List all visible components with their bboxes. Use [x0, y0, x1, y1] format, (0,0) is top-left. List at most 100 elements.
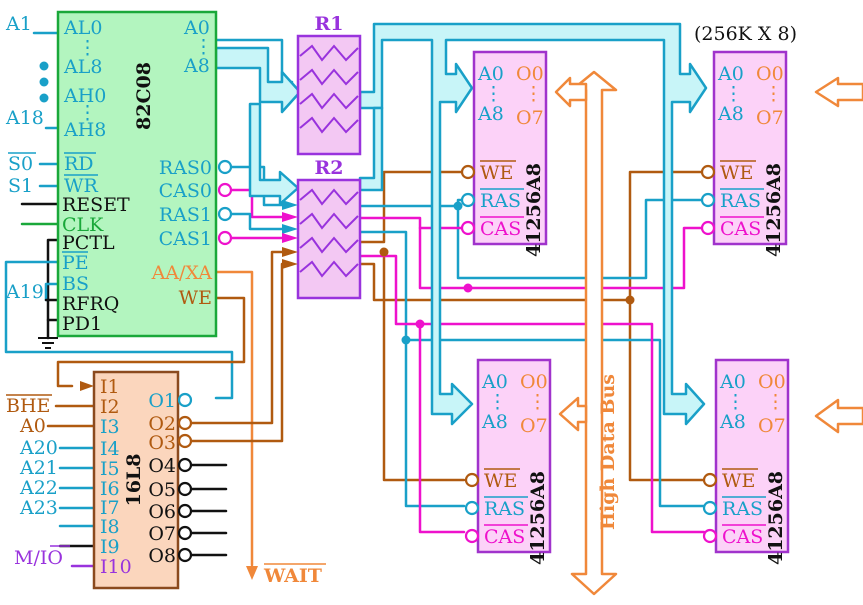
pin-wr: WR: [64, 175, 99, 197]
pal-input-labels: BHE A0 A20 A21 A22 A23 M/IO: [6, 394, 70, 569]
pin-pe: PE: [62, 252, 89, 274]
dram-chip-2-pin-cas: CAS: [720, 218, 761, 240]
latch-r2: R2: [282, 157, 362, 300]
pin-rd: RD: [64, 153, 94, 175]
memory-org-label: (256K X 8): [694, 23, 797, 45]
pin-i10: I10: [100, 556, 132, 578]
pin-cas0: CAS0: [159, 180, 212, 202]
bubble-o4: [177, 457, 193, 473]
dram-chip-2-o-dots: ⋮: [764, 83, 783, 105]
wait-label: WAIT: [263, 565, 322, 587]
dram-chip-4-a-dots: ⋮: [726, 391, 745, 413]
label-mio: M/IO: [14, 547, 63, 569]
dram-chip-4-bubble-ras: [702, 500, 718, 516]
pal-16l8: 16L8 I1 I2 I3 I4 I5 I6 I7 I8 I9 I10 O1 O…: [80, 370, 193, 590]
dram-chip-3-bubble-ras: [464, 500, 480, 516]
dot-3: [39, 93, 49, 103]
junction-cas-bottom: [415, 319, 425, 329]
label-a1: A1: [5, 13, 32, 35]
bus-ctrl-to-r1: [214, 46, 302, 114]
pin-i5: I5: [100, 458, 120, 480]
dram-chip-3-pin-a0: A0: [481, 371, 508, 393]
dram-chip-3-a-dots: ⋮: [488, 391, 507, 413]
dram-chip-1-pin-o0: O0: [516, 63, 544, 85]
bubble-o6: [177, 503, 193, 519]
dram-chip-3-pin-we: WE: [484, 470, 517, 492]
r2-zigzag: [299, 188, 359, 278]
dram-chip-2-pin-we: WE: [720, 162, 753, 184]
pal-body: [92, 370, 180, 590]
pin-ras1: RAS1: [159, 204, 212, 226]
dram-chip-2-pin-a8: A8: [717, 103, 744, 125]
dram-chip-4-pin-we: WE: [722, 470, 755, 492]
address-buses: [214, 22, 708, 426]
dram-chip-2-bubble-ras: [700, 192, 716, 208]
wire-we-bottom-right: [628, 298, 706, 482]
dram-chip-4-pin-cas: CAS: [722, 526, 763, 548]
data-bus-stub-top-right: [814, 76, 863, 108]
dram-chip-2-body: [712, 50, 788, 246]
dram-chip-3-pin-ras: RAS: [484, 498, 525, 520]
wire-cas0: [230, 188, 290, 219]
wire-o2: [190, 250, 290, 425]
dram-chip-4-bubble-cas: [702, 528, 718, 544]
pin-i6: I6: [100, 478, 120, 500]
wire-we-bus: [358, 262, 632, 302]
r1-label: R1: [314, 13, 343, 35]
label-pal-a0: A0: [19, 415, 46, 437]
pin-ras0: RAS0: [159, 157, 212, 179]
dram-chip-1-bubble-we: [460, 164, 476, 180]
bubble-o1: [177, 392, 193, 408]
pin-i7: I7: [100, 497, 120, 519]
high-data-bus-label: High Data Bus: [597, 374, 619, 530]
bubble-o2: [177, 415, 193, 431]
pin-i2: I2: [100, 396, 120, 418]
wire-ras-top-left: [358, 198, 466, 208]
junction-dots: [39, 61, 635, 345]
pin-we: WE: [179, 287, 212, 309]
dram-chip-4-pin-a8: A8: [719, 411, 746, 433]
label-s1: S1: [8, 175, 33, 197]
left-signal-labels: A1 A18 S0 S1 A19: [5, 13, 44, 303]
controller-name: 82C08: [133, 62, 155, 130]
dram-chip-4-pin-o0: O0: [758, 371, 786, 393]
pin-i9: I9: [100, 536, 120, 558]
bubble-ras0: [217, 159, 233, 175]
pin-ah8: AH8: [63, 119, 106, 141]
dram-chip-2-pin-ras: RAS: [720, 190, 761, 212]
pin-clk: CLK: [62, 214, 104, 236]
bubble-ras1: [217, 206, 233, 222]
wire-we-ctrl: [56, 296, 246, 388]
dram-chip-2-bubble-cas: [700, 220, 716, 236]
label-a21: A21: [19, 457, 58, 479]
pin-o5: O5: [148, 479, 176, 501]
bus-r1-to-chips: [358, 22, 708, 426]
label-a19: A19: [5, 281, 44, 303]
r2-label: R2: [314, 157, 343, 179]
dram-chip-3-body: [476, 358, 552, 554]
pin-i1: I1: [100, 376, 120, 398]
dot-1: [39, 61, 49, 71]
dram-chip-3-o-dots: ⋮: [528, 391, 547, 413]
dram-chip-4-part-number: 41256A8: [765, 471, 787, 565]
pin-al8: AL8: [63, 56, 102, 78]
wire-pe: [4, 260, 234, 400]
wire-we-bottom-left: [382, 250, 466, 482]
bus-r1-to-r2: [358, 106, 384, 192]
r2-body: [296, 178, 362, 300]
wait-output: WAIT: [246, 563, 326, 587]
dram-chip-3-bubble-we: [464, 472, 480, 488]
pin-ah0: AH0: [63, 85, 106, 107]
wire-ras1: [230, 212, 290, 231]
ground-symbol: [38, 337, 58, 349]
data-bus-stub-bottom-left: [558, 396, 588, 432]
pin-cas1: CAS1: [159, 228, 212, 250]
dram-chip-4-o-dots: ⋮: [766, 391, 785, 413]
bubble-o8: [177, 547, 193, 563]
pin-o7: O7: [148, 523, 176, 545]
pin-o8: O8: [148, 545, 176, 567]
